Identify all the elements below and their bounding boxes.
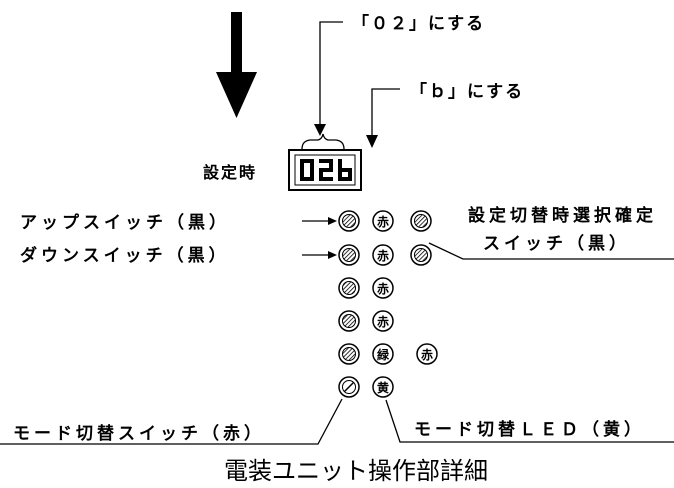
svg-text:赤: 赤	[377, 248, 389, 263]
mode-switch-leader	[0, 398, 343, 445]
svg-text:赤: 赤	[421, 347, 433, 362]
mode-led-label: モード切替ＬＥＤ（黄）	[414, 419, 645, 440]
mode-switch[interactable]	[338, 376, 360, 398]
caption: 電装ユニット操作部詳細	[224, 457, 488, 485]
svg-text:赤: 赤	[377, 314, 389, 329]
setting-label: 設定時	[203, 163, 257, 182]
note-b: 「ｂ」にする	[410, 81, 524, 102]
switch[interactable]	[338, 343, 360, 365]
select-leader-line	[428, 242, 674, 260]
up-switch[interactable]	[338, 210, 360, 232]
led-green: 緑	[372, 343, 394, 365]
switch-pointers	[302, 220, 330, 256]
led-red: 赤	[372, 277, 394, 299]
note-02: 「０２」にする	[352, 13, 485, 34]
down-switch-label: ダウンスイッチ（黒）	[20, 245, 230, 266]
arrowhead-icon	[366, 135, 378, 148]
svg-text:赤: 赤	[377, 281, 389, 296]
mode-led-leader	[385, 399, 674, 443]
down-switch[interactable]	[338, 244, 360, 266]
switch[interactable]	[338, 310, 360, 332]
switch[interactable]	[410, 244, 432, 266]
mode-led-yellow: 黄	[372, 376, 394, 398]
mode-switch-label: モード切替スイッチ（赤）	[13, 423, 265, 444]
svg-text:黄: 黄	[377, 380, 389, 395]
led-red: 赤	[372, 310, 394, 332]
led-red: 赤	[372, 244, 394, 266]
leader-lines	[301, 21, 400, 150]
switch[interactable]	[338, 277, 360, 299]
up-switch-label: アップスイッチ（黒）	[20, 212, 230, 233]
svg-text:緑: 緑	[377, 347, 390, 362]
seven-segment-display	[288, 149, 362, 191]
select-switch-label-1: 設定切替時選択確定	[468, 205, 657, 226]
arrowhead-icon	[314, 124, 326, 136]
svg-text:赤: 赤	[377, 214, 389, 229]
down-arrow-icon	[216, 12, 257, 118]
led-red: 赤	[372, 210, 394, 232]
arrowhead-icon	[328, 217, 337, 225]
led-red: 赤	[416, 343, 438, 365]
select-switch-label-2: スイッチ（黒）	[483, 233, 630, 254]
select-confirm-switch[interactable]	[410, 210, 432, 232]
arrowhead-icon	[328, 251, 337, 259]
switch-grid: 赤 赤 赤	[338, 210, 438, 398]
